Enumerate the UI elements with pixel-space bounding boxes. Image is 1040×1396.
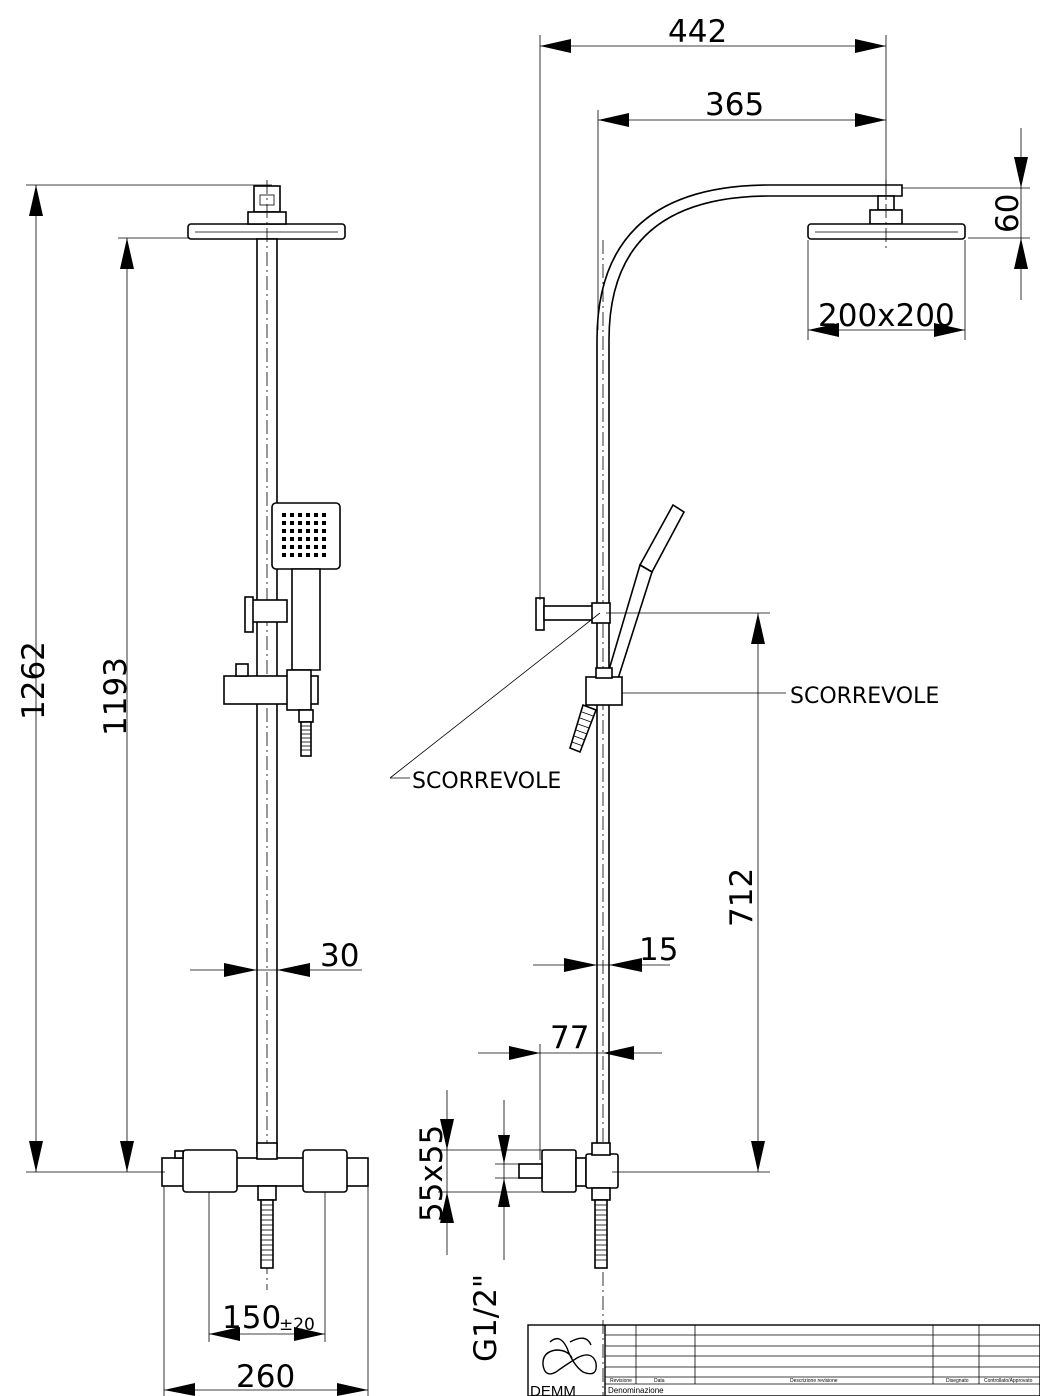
title-block: DEMM Revisione Data Descrizione revision… — [527, 1324, 1040, 1396]
dim-1262: 1262 — [16, 641, 52, 720]
side-mixer-body — [541, 1149, 577, 1193]
side-shower-head — [807, 223, 966, 240]
tb-name-label: Denominazione — [608, 1386, 664, 1395]
side-dimensions — [389, 35, 1030, 1260]
tb-logo-text: DEMM — [530, 1383, 576, 1396]
tb-checked-header: Controllato/Approvato — [984, 1378, 1033, 1384]
dim-15: 15 — [639, 932, 678, 968]
hand-shower-nozzles — [282, 513, 326, 557]
front-dimensions — [26, 184, 369, 1396]
front-mixer-knob-left — [182, 1149, 238, 1193]
tb-drawn-header: Disegnato — [946, 1378, 969, 1384]
tb-description-header: Descrizione revisione — [790, 1378, 838, 1384]
dim-150: 150 — [222, 1300, 281, 1336]
tb-revision-header: Revisione — [610, 1378, 632, 1384]
side-view — [518, 180, 966, 1396]
side-hose-bottom — [594, 1199, 608, 1269]
dim-30: 30 — [320, 938, 359, 974]
front-view — [161, 180, 369, 1290]
dim-150-tolerance: ±20 — [279, 1315, 315, 1335]
side-shower-arm — [596, 184, 903, 1149]
front-hose-bottom — [260, 1199, 274, 1269]
dim-g12: G1/2" — [468, 1274, 504, 1362]
label-scorrevole-slider: SCORREVOLE — [790, 684, 939, 709]
front-hose-short — [300, 721, 312, 757]
dim-60: 60 — [990, 194, 1026, 233]
front-mixer-knob-right — [302, 1149, 348, 1193]
dim-77: 77 — [550, 1020, 589, 1056]
side-hand-shower — [638, 503, 686, 574]
demm-logo-icon — [542, 1337, 597, 1375]
dim-1193: 1193 — [98, 657, 134, 736]
dimension-labels: 1262 1193 30 150 ±20 260 442 365 60 200x… — [16, 14, 1026, 1395]
side-wall-bracket — [535, 597, 545, 631]
front-shower-head — [187, 223, 346, 240]
side-hose — [569, 703, 598, 754]
tb-date-header: Data — [654, 1378, 665, 1384]
dim-712: 712 — [724, 868, 760, 927]
dim-55x55: 55x55 — [414, 1125, 450, 1222]
front-hand-shower — [271, 502, 341, 570]
dim-365: 365 — [705, 87, 764, 123]
side-hand-shower-handle — [605, 563, 653, 687]
label-scorrevole-bracket: SCORREVOLE — [412, 769, 561, 794]
dim-442: 442 — [668, 14, 727, 50]
dim-200x200: 200x200 — [818, 298, 955, 334]
side-slider — [585, 676, 623, 706]
dim-260: 260 — [236, 1359, 295, 1395]
front-hand-shower-handle — [291, 568, 321, 671]
